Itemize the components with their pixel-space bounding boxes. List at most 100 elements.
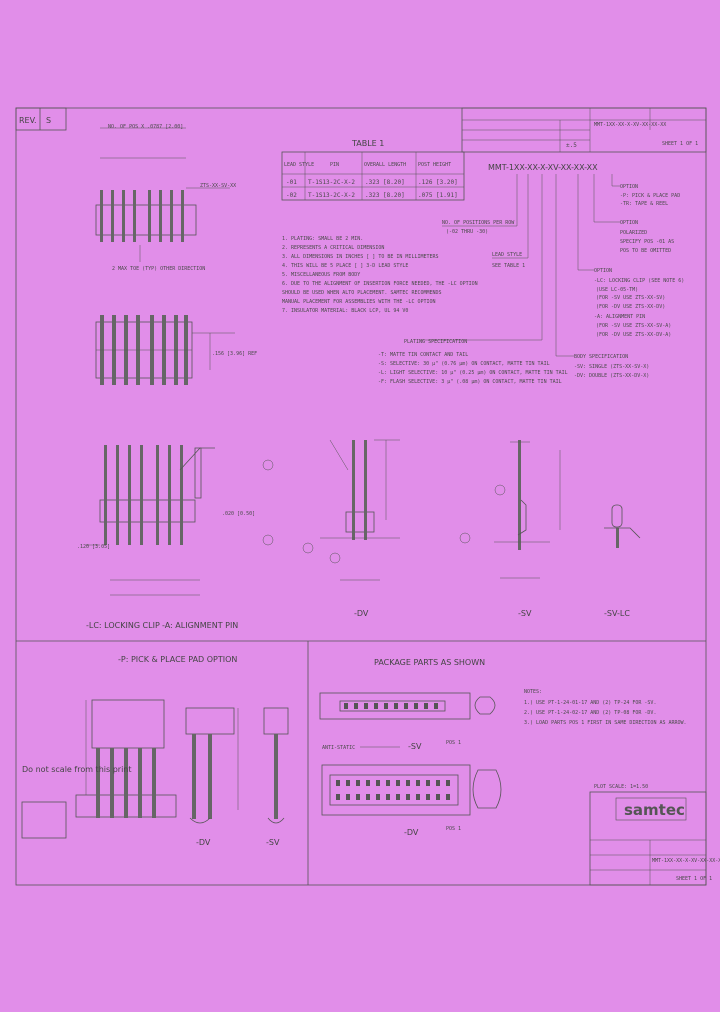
note-line: SHOULD BE USED WHEN ALTO PLACEMENT. SAMT…: [282, 290, 442, 296]
note-line: MANUAL PLACEMENT FOR ASSEMBLIES WITH THE…: [282, 299, 436, 305]
dv-label: -DV: [354, 609, 369, 618]
z-max-toe-label: 2 MAX TOE (TYP) OTHER DIRECTION: [112, 266, 205, 272]
table1-r1-length: .323 [8.20]: [365, 179, 405, 186]
pp-sv-label: -SV: [266, 838, 280, 847]
company-logo: samtec: [624, 801, 685, 819]
height-ref-dim: .156 [3.96] REF: [212, 351, 257, 357]
bottom-part-number: MMT-1XX-XX-X-XV-XX-XX-XX: [652, 858, 720, 864]
option1-value: -P: PICK & PLACE PAD: [620, 193, 680, 199]
package-notes: NOTES: 1.) USE PT-1-24-01-17 AND (2) TP-…: [524, 689, 687, 726]
positions-label: NO. OF POSITIONS PER ROW: [442, 220, 515, 226]
option3-value: (FOR -SV USE ZTS-XX-SV): [596, 295, 665, 301]
table1: TABLE 1 LEAD STYLE PIN OVERALL LENGTH PO…: [281, 139, 465, 201]
proprietary-box: [21, 801, 67, 839]
option1-value: -TR: TAPE & REEL: [620, 201, 668, 207]
option3-value: -A: ALIGNMENT PIN: [594, 314, 645, 320]
lead-style-label: LEAD STYLE: [492, 252, 522, 258]
drawing-frame: [15, 107, 707, 886]
table1-r2-length: .323 [8.20]: [365, 192, 405, 199]
bottom-sheet: SHEET 1 OF 1: [676, 876, 712, 882]
table1-title: TABLE 1: [351, 139, 384, 148]
side-view-lc: .120 [3.05] .020 [0.50]: [77, 445, 274, 596]
do-not-scale: Do not scale from this print: [22, 765, 132, 774]
no-pos-label: NO. OF POS X .0787 [2.00]: [108, 124, 183, 130]
pkg-notes-title: NOTES:: [524, 689, 542, 695]
top-part-number: MMT-1XX-XX-X-XV-XX-XX-XX: [594, 122, 666, 128]
pkg-note: 2.) USE PT-1-24-02-17 AND (2) TP-08 FOR …: [524, 710, 656, 716]
bottom-title-block: PLOT SCALE: 1=1.50 samtec MMT-1XX-XX-X-X…: [589, 784, 720, 886]
plating-option: -S: SELECTIVE: 30 µ" (0.76 µm) ON CONTAC…: [378, 361, 550, 367]
pick-place-front-view: [75, 699, 177, 818]
option3-value: -LC: LOCKING CLIP (SEE NOTE 6): [594, 278, 684, 284]
option3-label: OPTION: [594, 268, 612, 274]
package-dv-strip: -DV POS 1: [321, 764, 502, 837]
package-title: PACKAGE PARTS AS SHOWN: [374, 658, 485, 667]
plating-option: -T: MATTE TIN CONTACT AND TAIL: [378, 352, 468, 358]
lead-style-ref: SEE TABLE 1: [492, 263, 525, 269]
sv-lc-view: -SV-LC: [604, 504, 641, 618]
table1-r1-pin: T-1S13-2C-X-2: [308, 179, 355, 186]
option1-label: OPTION: [620, 184, 638, 190]
option2-value: SPECIFY POS -01 AS: [620, 239, 674, 245]
option2-value: POS TO BE OMITTED: [620, 248, 671, 254]
top-title-block: ±.5 MMT-1XX-XX-X-XV-XX-XX-XX SHEET 1 OF …: [461, 107, 707, 153]
table1-h-height: POST HEIGHT: [418, 162, 451, 168]
table1-h-length: OVERALL LENGTH: [364, 162, 406, 168]
package-sv-strip: ANTI-STATIC -SV POS 1: [319, 692, 496, 751]
table1-r1-lead: -01: [286, 179, 297, 186]
pkg-sv-label: -SV: [408, 742, 422, 751]
top-sheet: SHEET 1 OF 1: [662, 141, 698, 147]
part-code: MMT-1XX-XX-X-XV-XX-XX-XX: [488, 163, 598, 172]
pkg-dv-label: -DV: [404, 828, 419, 837]
note-line: 3. ALL DIMENSIONS IN INCHES [ ] TO BE IN…: [282, 254, 439, 260]
dv-cross-section: -DV: [302, 439, 400, 618]
sv-lc-label: -SV-LC: [604, 609, 630, 618]
option3-value: (FOR -DV USE ZTS-XX-DV-A): [596, 332, 671, 338]
pos1-label-dv: POS 1: [446, 826, 461, 832]
note-line: 4. THIS WILL BE 5 PLACE [ ] 3-D LEAD STY…: [282, 263, 408, 269]
option3-value: (FOR -DV USE ZTS-XX-DV): [596, 304, 665, 310]
option3-value: (FOR -SV USE ZTS-XX-SV-A): [596, 323, 671, 329]
table1-h-pin: PIN: [330, 162, 339, 168]
pkg-note: 3.) LOAD PARTS POS 1 FIRST IN SAME DIREC…: [524, 720, 687, 726]
plating-option: -L: LIGHT SELECTIVE: 10 µ" (0.25 µm) ON …: [378, 370, 568, 376]
alignment-pin-label: -A: ALIGNMENT PIN: [162, 621, 238, 630]
pick-place-dv-view: -DV: [185, 707, 239, 847]
note-line: 2. REPRESENTS A CRITICAL DIMENSION: [282, 245, 384, 251]
body-option: -DV: DOUBLE (ZTS-XX-DV-X): [574, 373, 649, 379]
general-notes: 1. PLATING: SMALL BE 2 MIN. 2. REPRESENT…: [282, 236, 478, 314]
plating-option: -F: FLASH SELECTIVE: 3 µ" (.08 µm) ON CO…: [378, 379, 562, 385]
pick-place-label: -P: PICK & PLACE PAD OPTION: [118, 655, 237, 664]
body-label: BODY SPECIFICATION: [574, 354, 628, 360]
tolerance-text: ±.5: [566, 142, 577, 149]
rev-box: REV. S: [15, 107, 67, 131]
rev-value: S: [46, 116, 51, 125]
top-view-sv: ZTS-XX-SV-XX NO. OF POS X .0787 [2.00] 2…: [95, 124, 236, 272]
option2-label: OPTION: [620, 220, 638, 226]
body-option: -SV: SINGLE (ZTS-XX-SV-X): [574, 364, 649, 370]
table1-r2-height: .075 [1.91]: [418, 192, 458, 199]
sv-label: -SV: [518, 609, 532, 618]
bottom-view-dv: .156 [3.96] REF: [95, 315, 257, 385]
anti-static-label: ANTI-STATIC: [322, 745, 355, 751]
pp-dv-label: -DV: [196, 838, 211, 847]
plating-label: PLATING SPECIFICATION: [404, 339, 467, 345]
note-line: 6. DUE TO THE ALIGNMENT OF INSERTION FOR…: [282, 281, 478, 287]
pick-place-sv-view: -SV: [263, 707, 289, 847]
table1-r2-lead: -02: [286, 192, 297, 199]
part-code-tree: MMT-1XX-XX-X-XV-XX-XX-XX NO. OF POSITION…: [378, 163, 684, 385]
zts-label: ZTS-XX-SV-XX: [200, 183, 236, 189]
plot-scale: PLOT SCALE: 1=1.50: [594, 784, 648, 790]
note-line: 1. PLATING: SMALL BE 2 MIN.: [282, 236, 363, 242]
table1-r1-height: .126 [3.20]: [418, 179, 458, 186]
table1-r2-pin: T-1S13-2C-X-2: [308, 192, 355, 199]
positions-range: (-02 THRU -30): [446, 229, 488, 235]
pin-width-dim: .020 [0.50]: [222, 511, 255, 517]
sv-cross-section: -SV: [459, 440, 561, 618]
tail-dim: .120 [3.05]: [77, 544, 110, 550]
option3-value: (USE LC-05-TM): [596, 287, 638, 293]
locking-clip-label: -LC: LOCKING CLIP: [86, 621, 160, 630]
note-line: 5. MISCELLANEOUS FROM BODY: [282, 272, 360, 278]
option2-value: POLARIZED: [620, 230, 647, 236]
